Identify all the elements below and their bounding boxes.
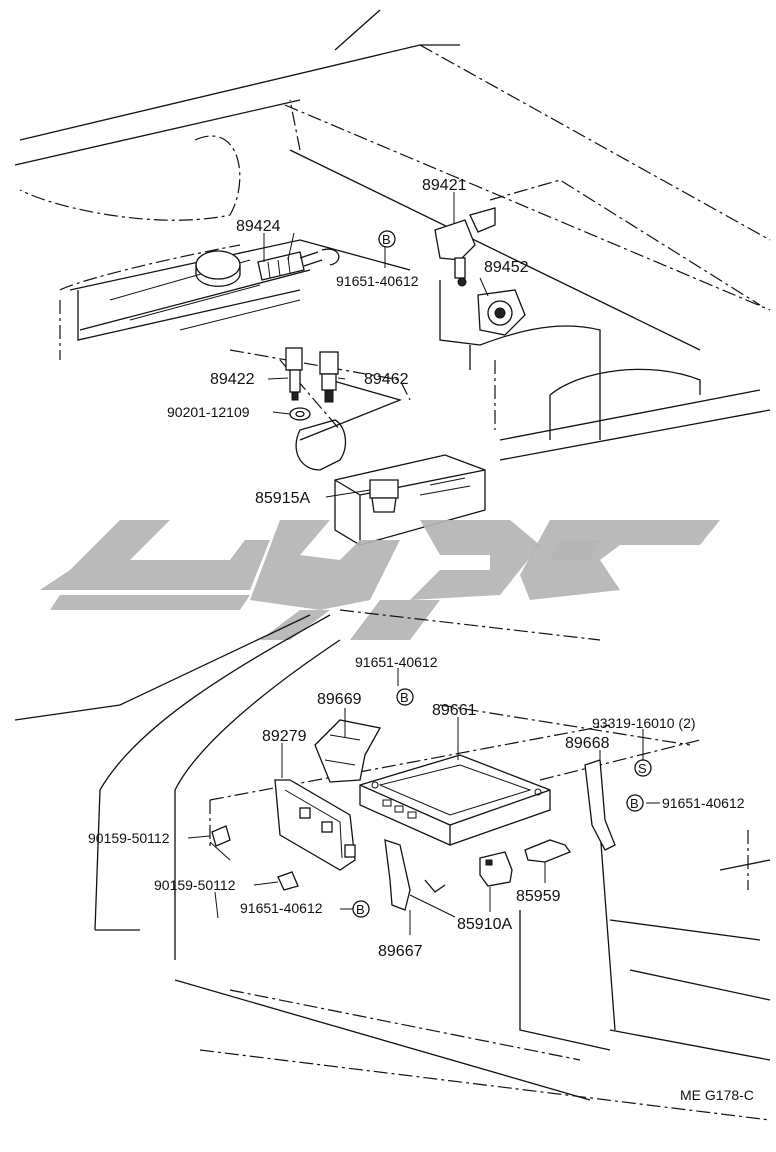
leader-lines (187, 192, 660, 935)
sensor-89424 (257, 248, 340, 281)
svg-text:B: B (630, 796, 639, 811)
engine-bay-outline (14, 9, 771, 546)
label-89424: 89424 (236, 218, 281, 235)
sensor-89452 (477, 289, 526, 336)
svg-text:B: B (400, 690, 409, 705)
label-89279: 89279 (262, 728, 307, 745)
label-89667: 89667 (378, 943, 423, 960)
label-91651-40612-left: 91651-40612 (240, 900, 323, 916)
label-85910A: 85910A (457, 916, 512, 933)
connector-85915A (369, 479, 399, 513)
bracket-89667 (384, 839, 446, 911)
relay-85959 (524, 839, 572, 863)
label-90159-50112-b: 90159-50112 (154, 877, 236, 893)
label-90159-50112-a: 90159-50112 (88, 830, 170, 846)
label-93319-16010: 93319-16010 (2) (592, 715, 696, 731)
gasket-90201 (289, 407, 311, 421)
label-89661: 89661 (432, 702, 477, 719)
screw-icon (211, 825, 299, 891)
bolt-badge-right: B (626, 794, 644, 812)
figure-code: ME G178-C (680, 1087, 754, 1103)
label-89421: 89421 (422, 177, 467, 194)
label-85915A: 85915A (255, 490, 310, 507)
watermark-logo (40, 520, 720, 640)
sensor-89421 (434, 207, 496, 287)
label-91651-40612-right: 91651-40612 (662, 795, 745, 811)
label-91651-40612-mid: 91651-40612 (355, 654, 438, 670)
label-89462: 89462 (364, 371, 409, 388)
bolt-badge-left: B (352, 900, 370, 918)
sensor-89422 (285, 347, 303, 401)
bracket-89668 (584, 759, 616, 851)
label-91651-40612-top: 91651-40612 (336, 273, 419, 289)
label-89422: 89422 (210, 371, 255, 388)
screw-badge: S (634, 759, 652, 777)
label-85959: 85959 (516, 888, 561, 905)
label-89669: 89669 (317, 691, 362, 708)
ecu-89661 (359, 754, 551, 846)
svg-text:S: S (638, 761, 647, 776)
bolt-badge-mid: B (396, 688, 414, 706)
label-89452: 89452 (484, 259, 529, 276)
svg-text:B: B (356, 902, 365, 917)
svg-text:B: B (382, 232, 391, 247)
bracket-89669 (314, 719, 382, 783)
sensor-89462 (319, 351, 339, 403)
bolt-badge-top: B (378, 230, 396, 248)
bracket-89279 (274, 779, 356, 871)
relay-85910A (479, 851, 513, 887)
label-90201-12109: 90201-12109 (167, 404, 250, 420)
interior-outline (14, 609, 771, 1121)
label-89668: 89668 (565, 735, 610, 752)
